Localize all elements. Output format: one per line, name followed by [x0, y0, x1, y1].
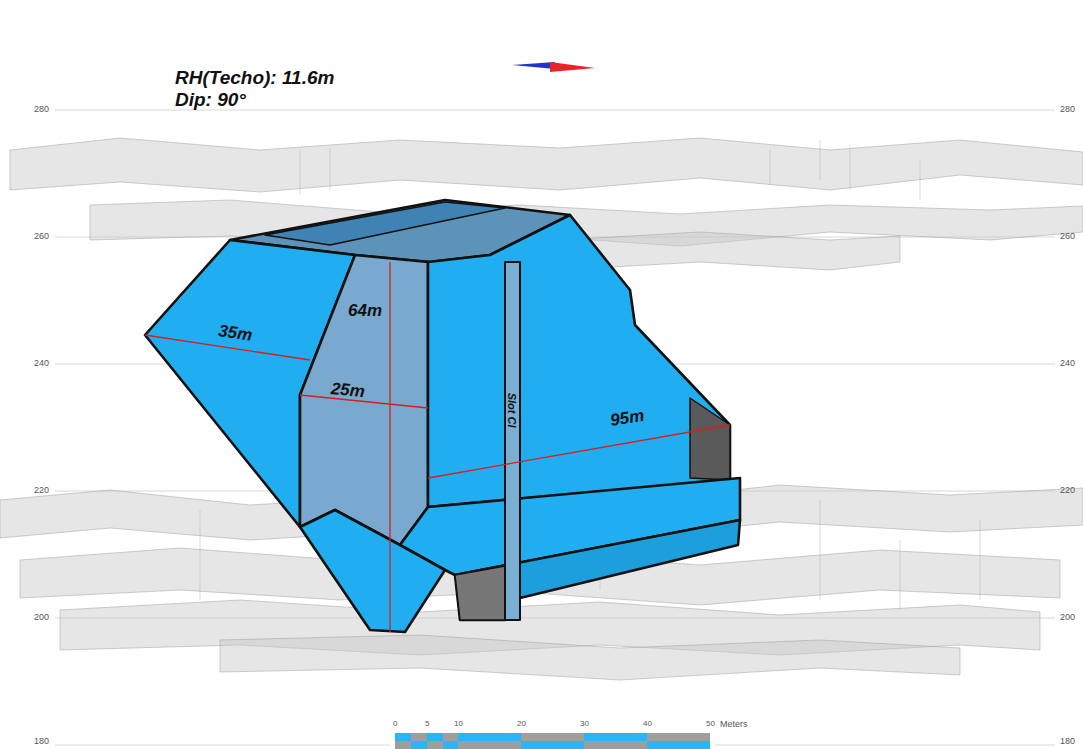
axis-label: 240 — [1060, 359, 1075, 369]
axis-label: 260 — [1060, 232, 1075, 242]
scale-unit: Meters — [720, 720, 748, 730]
scale-label: 0 — [393, 720, 397, 729]
header-note: RH(Techo): 11.6m — [175, 68, 334, 89]
axis-label: 240 — [34, 359, 49, 369]
axis-label: 180 — [1060, 737, 1075, 747]
scale-label: 40 — [643, 720, 652, 729]
header-note: Dip: 90° — [175, 90, 246, 111]
axis-label: 280 — [34, 105, 49, 115]
slot-label: Slot Cl — [506, 393, 518, 428]
scale-label: 50 — [706, 720, 715, 729]
scale-label: 30 — [580, 720, 589, 729]
axis-label: 180 — [34, 737, 49, 747]
axis-label: 280 — [1060, 105, 1075, 115]
axis-label: 260 — [34, 232, 49, 242]
axis-label: 200 — [1060, 613, 1075, 623]
dimension-label: 64m — [348, 302, 382, 321]
dimension-label: 25m — [330, 380, 366, 402]
axis-label: 220 — [34, 486, 49, 496]
scale-label: 20 — [517, 720, 526, 729]
scale-label: 5 — [425, 720, 429, 729]
scale-label: 10 — [454, 720, 463, 729]
axis-label: 220 — [1060, 486, 1075, 496]
axis-label: 200 — [34, 613, 49, 623]
